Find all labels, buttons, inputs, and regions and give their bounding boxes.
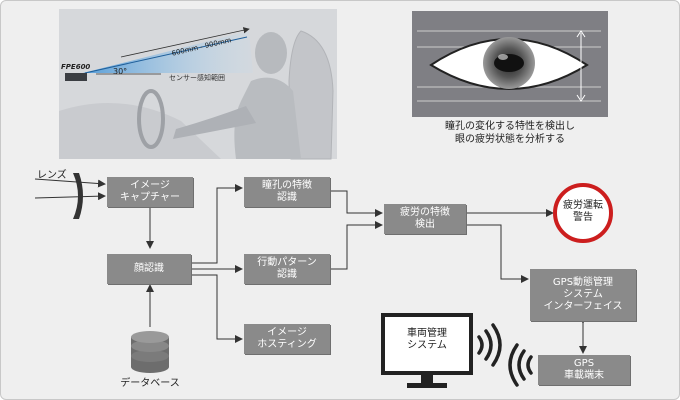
- eye-caption: 瞳孔の変化する特性を検出し 眼の疲労状態を分析する: [412, 120, 608, 146]
- eye-caption-line2: 眼の疲労状態を分析する: [455, 134, 565, 145]
- monitor-icon: [381, 313, 473, 388]
- device-label: FPE600: [61, 63, 91, 71]
- angle-label: 30°: [113, 67, 128, 76]
- database-label: データベース: [120, 378, 180, 389]
- signal-icon-terminal: [508, 343, 533, 387]
- image-capture-box: イメージ キャプチャー: [107, 177, 193, 207]
- pupil-feature-box: 瞳孔の特徴 認識: [244, 177, 330, 207]
- behavior-pattern-box: 行動パターン 認識: [244, 254, 330, 284]
- image-hosting-box: イメージ ホスティング: [244, 324, 330, 354]
- fatigue-alert: 疲労運転 警告: [563, 200, 603, 223]
- gps-interface-box: GPS動態管理 システム インターフェイス: [530, 269, 636, 321]
- signal-icon-monitor: [477, 323, 502, 367]
- database-icon: [131, 331, 169, 373]
- sensor-range-label: センサー感知範囲: [169, 74, 225, 82]
- fatigue-detection-box: 疲労の特徴 検出: [384, 204, 466, 234]
- lens-shape: [73, 173, 83, 219]
- alert-ring: [553, 183, 613, 243]
- gps-terminal-box: GPS 車載端末: [538, 355, 630, 385]
- face-recognition-box: 顔認識: [107, 254, 191, 284]
- driver-photo: [59, 9, 337, 160]
- eye-panel: [412, 11, 608, 117]
- vehicle-management-label: 車両管理 システム: [407, 328, 447, 351]
- lens-label: レンズ: [37, 170, 67, 181]
- eye-caption-line1: 瞳孔の変化する特性を検出し: [445, 121, 575, 132]
